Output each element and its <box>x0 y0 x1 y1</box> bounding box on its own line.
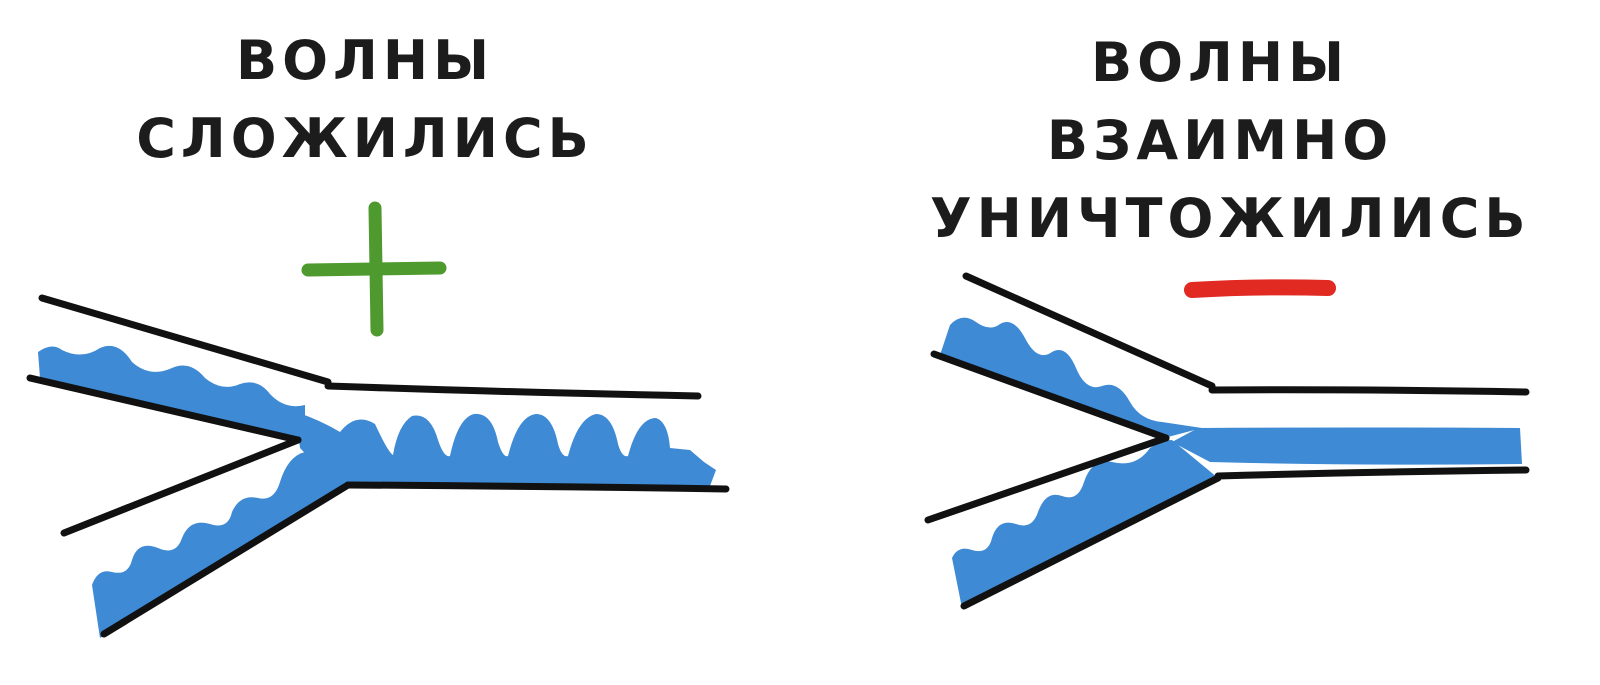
outgoing-channel-water <box>296 412 716 486</box>
destructive-interference-panel: волны взаимно уничтожились <box>800 0 1600 685</box>
upper-branch-water <box>940 317 1202 438</box>
lower-branch-inner-wall <box>924 434 1170 524</box>
plus-sign-icon <box>301 201 447 337</box>
lower-branch-outer-wall <box>960 474 1222 610</box>
constructive-interference-panel: волны сложились <box>26 29 730 638</box>
upper-branch-inner-wall <box>930 350 1170 442</box>
outgoing-channel-top-wall <box>324 382 702 400</box>
upper-branch-outer-wall <box>962 272 1216 390</box>
lower-branch-outer-wall <box>100 481 352 638</box>
lower-branch-water <box>952 440 1218 608</box>
lower-branch-water <box>92 452 348 638</box>
upper-branch-outer-wall <box>38 294 332 386</box>
caption-destructive: волны взаимно уничтожились <box>930 31 1531 250</box>
outgoing-channel-top-wall <box>1208 386 1530 396</box>
outgoing-channel-bottom-wall <box>1214 466 1530 480</box>
upper-branch-water <box>38 345 305 440</box>
outgoing-channel-water <box>1172 427 1522 465</box>
destructive-channel-diagram <box>924 272 1530 610</box>
constructive-channel-diagram <box>26 201 730 638</box>
lower-branch-inner-wall <box>60 436 302 537</box>
upper-branch-inner-wall <box>26 374 302 444</box>
channel-walls <box>26 294 730 638</box>
caption-constructive: волны сложились <box>136 29 594 170</box>
channel-walls <box>924 272 1530 610</box>
outgoing-channel-bottom-wall <box>344 481 730 493</box>
minus-sign-icon <box>1184 279 1336 298</box>
